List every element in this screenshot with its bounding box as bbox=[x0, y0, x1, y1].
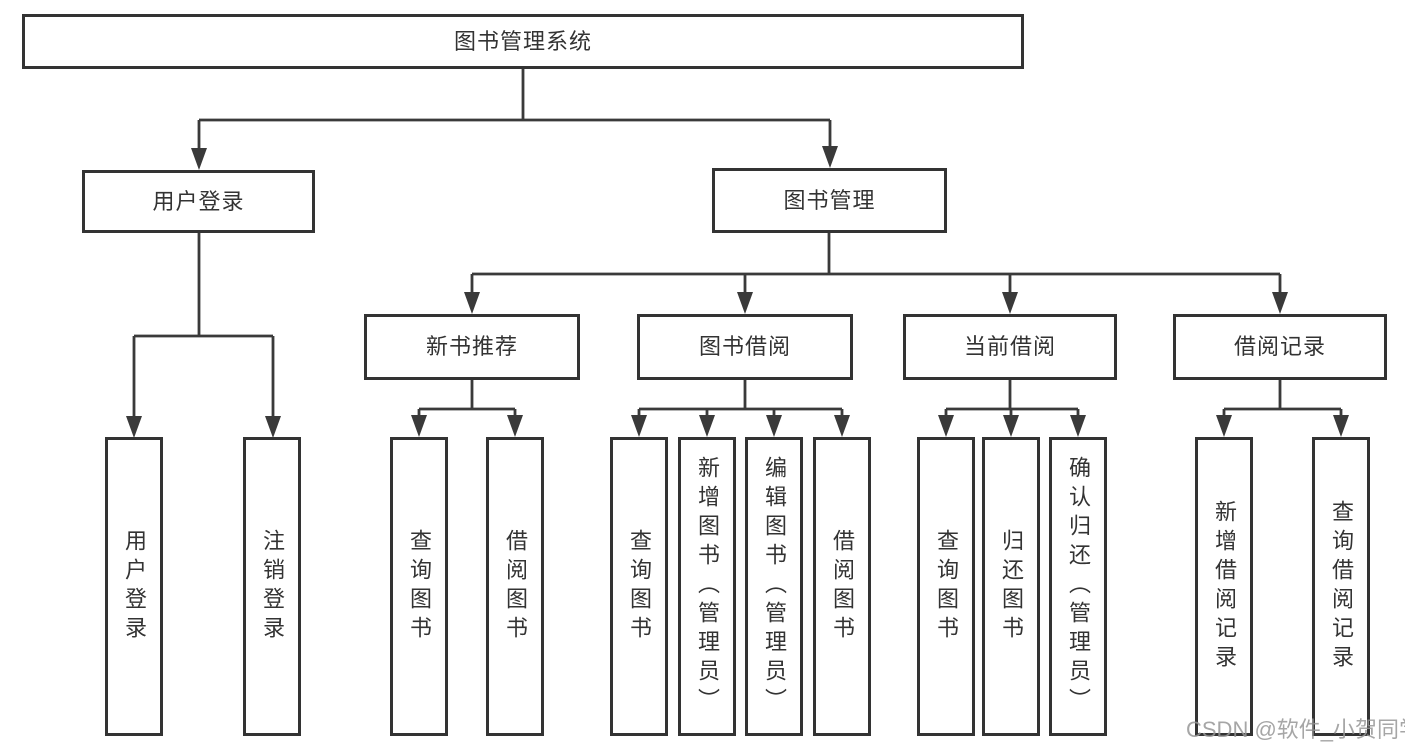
node-borrowing-records: 借阅记录 bbox=[1173, 314, 1387, 380]
node-leaf-logout: 注销登录 bbox=[243, 437, 301, 736]
node-leaf-add-book-admin: 新增图书（管理员） bbox=[678, 437, 736, 736]
node-leaf-search-books-recommend: 查询图书 bbox=[390, 437, 448, 736]
connector-segments bbox=[132, 69, 1343, 420]
node-leaf-search-borrow-record: 查询借阅记录 bbox=[1312, 437, 1370, 736]
node-leaf-borrow-books-borrowing: 借阅图书 bbox=[813, 437, 871, 736]
node-book-borrowing: 图书借阅 bbox=[637, 314, 853, 380]
node-book-management: 图书管理 bbox=[712, 168, 947, 233]
node-leaf-edit-book-admin: 编辑图书（管理员） bbox=[745, 437, 803, 736]
node-current-borrowing: 当前借阅 bbox=[903, 314, 1117, 380]
csdn-watermark: CSDN @软件_小贺同学 bbox=[1186, 717, 1405, 742]
node-leaf-user-login: 用户登录 bbox=[105, 437, 163, 736]
node-leaf-search-books-current: 查询图书 bbox=[917, 437, 975, 736]
node-new-book-recommend: 新书推荐 bbox=[364, 314, 580, 380]
node-leaf-confirm-return-admin: 确认归还（管理员） bbox=[1049, 437, 1107, 736]
node-root: 图书管理系统 bbox=[22, 14, 1024, 69]
arrowheads bbox=[126, 146, 1349, 438]
node-user-login: 用户登录 bbox=[82, 170, 315, 233]
node-leaf-borrow-books-recommend: 借阅图书 bbox=[486, 437, 544, 736]
node-leaf-search-books-borrowing: 查询图书 bbox=[610, 437, 668, 736]
node-leaf-add-borrow-record: 新增借阅记录 bbox=[1195, 437, 1253, 736]
node-leaf-return-book: 归还图书 bbox=[982, 437, 1040, 736]
